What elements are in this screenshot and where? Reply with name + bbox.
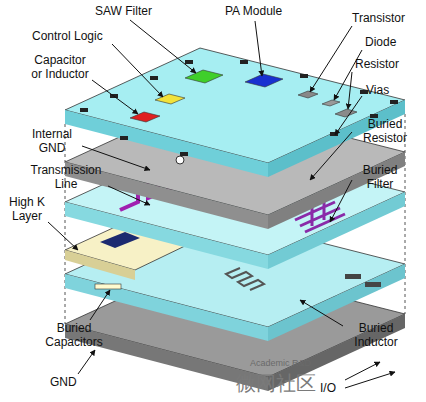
- watermark: Academic R&D: [250, 358, 311, 368]
- part-label: I/O: [320, 382, 336, 396]
- part-label: Control Logic: [32, 30, 103, 44]
- part-label: Transistor: [352, 12, 405, 26]
- part-label: Buried Inductor: [345, 322, 407, 350]
- watermark: 微网社区: [236, 372, 316, 395]
- part-label: Buried Capacitors: [40, 322, 108, 350]
- part-label: GND: [50, 376, 77, 390]
- part-label: Capacitor or Inductor: [30, 54, 90, 82]
- part-label: Buried Filter: [354, 164, 406, 192]
- top-layer: [65, 48, 405, 177]
- part-label: Internal GND: [24, 128, 80, 156]
- control-logic-chip: [155, 94, 185, 104]
- resistor-chip: [335, 109, 357, 117]
- capacitor-chip: [130, 112, 160, 122]
- stack-guides: [65, 48, 405, 377]
- part-label: Transmission Line: [24, 164, 108, 192]
- part-label: Diode: [365, 36, 396, 50]
- leader-lines: [48, 20, 395, 388]
- part-label: Buried Resistor: [354, 118, 416, 146]
- part-label: PA Module: [225, 5, 282, 19]
- pa-module-chip: [245, 74, 283, 87]
- transistor-chip: [298, 91, 318, 98]
- part-label: Vias: [366, 84, 389, 98]
- saw-filter-chip: [185, 70, 223, 83]
- diode-chip: [322, 100, 340, 106]
- part-label: SAW Filter: [95, 5, 152, 19]
- part-label: Resistor: [355, 58, 399, 72]
- part-label: High K Layer: [4, 196, 50, 224]
